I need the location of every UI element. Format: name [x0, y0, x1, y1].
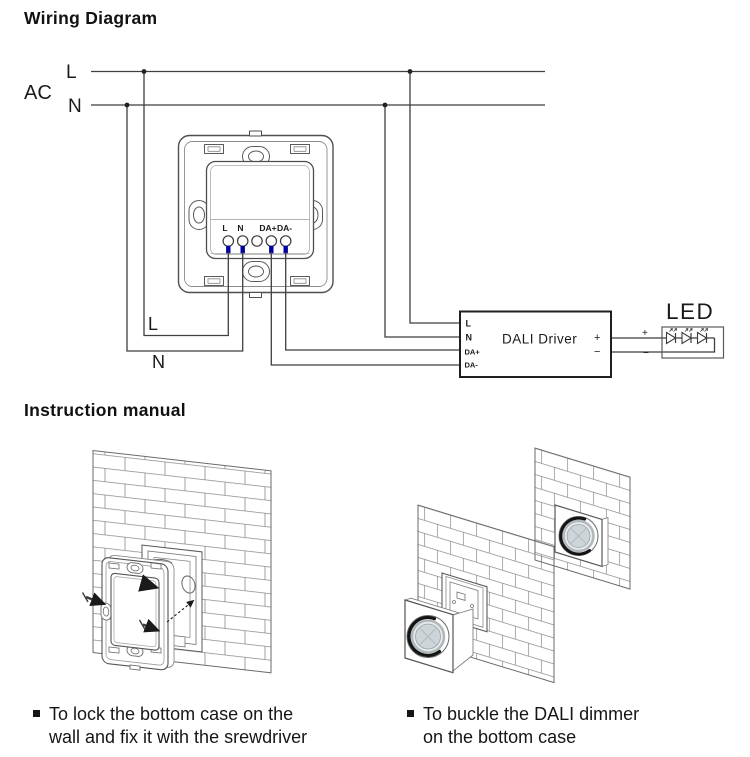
illustration-buckle-dimmer — [403, 447, 631, 684]
dimmer-being-attached — [403, 597, 474, 674]
live-to-switch-wire — [143, 71, 229, 337]
live-to-driver-wire — [409, 71, 460, 324]
fixing-screws — [81, 592, 161, 633]
led-minus-label: − — [643, 348, 649, 359]
terminal-labels: L N DA+ DA- — [222, 223, 292, 233]
driver-output-minus: − — [594, 346, 600, 358]
terminal-circles — [222, 235, 292, 247]
screw-left — [85, 592, 107, 606]
step-2-line-2: on the bottom case — [423, 727, 577, 748]
live-bus-label: L — [66, 62, 77, 83]
branch-live-label: L — [148, 314, 158, 334]
led-module: LED + − — [642, 299, 725, 359]
screw-right — [142, 618, 161, 633]
step-1-line-2: wall and fix it with the srewdriver — [49, 727, 308, 748]
terminal-label-da-plus: DA+ — [259, 223, 276, 233]
step-2-line-1: To buckle the DALI dimmer — [423, 704, 640, 724]
terminal-label-n: N — [237, 223, 243, 233]
junction-dots — [124, 69, 413, 108]
terminal-label-l: L — [222, 223, 227, 233]
alignment-dashed-arrow — [166, 599, 195, 623]
dali-driver-box: L N DA+ DA- DALI Driver + − — [459, 310, 612, 378]
wiring-diagram-canvas: L N DA+ DA- L — [24, 62, 725, 378]
switch-da-plus-wire — [270, 252, 460, 366]
branch-neutral-label: N — [152, 352, 165, 372]
screw-hole-oval — [181, 575, 196, 594]
dimmer-knob — [558, 516, 599, 556]
driver-minus-output-wire — [611, 338, 716, 353]
bottom-case-plate — [100, 554, 175, 671]
instruction-manual-title: Instruction manual — [24, 400, 186, 420]
terminal-label-da-minus: DA- — [277, 223, 292, 233]
mounted-dimmer — [554, 504, 609, 568]
switch-da-minus-wire — [285, 252, 460, 351]
driver-input-l: L — [466, 319, 472, 329]
touch-dimmer-switch-plate: L N DA+ DA- — [177, 130, 334, 298]
neutral-to-switch-wire — [126, 105, 244, 352]
neutral-bus-label: N — [68, 96, 82, 117]
step-1-caption: To lock the bottom case on the wall and … — [33, 703, 393, 750]
step-1-line-1: To lock the bottom case on the — [49, 704, 294, 724]
step-2-caption: To buckle the DALI dimmer on the bottom … — [407, 703, 727, 750]
wires — [91, 70, 716, 366]
ac-source-label: AC — [24, 82, 52, 104]
dimmer-knob — [406, 615, 450, 658]
insert-arrow — [138, 574, 160, 592]
plate-corner-slots — [204, 144, 310, 286]
terminal-wire-stubs — [226, 245, 288, 254]
bullet-square-icon — [407, 710, 414, 717]
plate-terminal-window: L N DA+ DA- — [205, 160, 315, 260]
driver-input-da-plus: DA+ — [465, 348, 481, 357]
neutral-to-driver-wire — [384, 105, 460, 338]
driver-input-n: N — [466, 333, 473, 343]
led-plus-label: + — [642, 328, 648, 339]
led-strip-outline — [661, 326, 725, 359]
led-title: LED — [666, 299, 714, 324]
driver-input-da-minus: DA- — [465, 361, 479, 370]
wiring-diagram-title: Wiring Diagram — [24, 8, 158, 28]
bullet-square-icon — [33, 710, 40, 717]
plate-bottom-tab — [249, 292, 262, 298]
plate-top-tab — [249, 130, 262, 137]
driver-output-plus: + — [594, 332, 600, 344]
illustration-lock-bottom-case — [81, 449, 272, 674]
driver-name-label: DALI Driver — [502, 332, 577, 347]
